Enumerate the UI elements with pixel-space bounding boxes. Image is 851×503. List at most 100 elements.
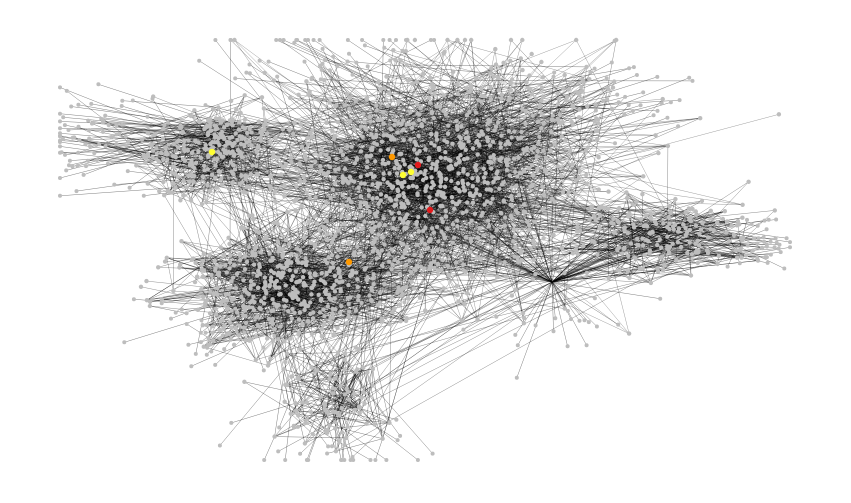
graph-node bbox=[189, 150, 195, 156]
graph-edge bbox=[210, 130, 245, 146]
graph-edge bbox=[403, 150, 526, 161]
graph-node bbox=[257, 264, 262, 270]
graph-edge bbox=[297, 227, 625, 379]
graph-edge bbox=[298, 367, 312, 380]
graph-node bbox=[426, 239, 431, 244]
graph-node bbox=[324, 152, 329, 158]
graph-edge bbox=[333, 126, 462, 335]
graph-node bbox=[479, 99, 484, 104]
graph-edge bbox=[457, 170, 580, 227]
graph-node bbox=[445, 37, 450, 43]
graph-node bbox=[283, 162, 289, 167]
graph-node bbox=[401, 118, 406, 123]
graph-edge bbox=[78, 126, 253, 216]
graph-edge bbox=[307, 39, 373, 150]
graph-node bbox=[349, 144, 354, 149]
graph-node bbox=[481, 233, 486, 238]
graph-edge bbox=[216, 293, 355, 410]
graph-edge bbox=[551, 268, 640, 283]
graph-node bbox=[339, 303, 344, 309]
graph-node bbox=[479, 86, 484, 92]
graph-node bbox=[322, 321, 327, 327]
graph-edge bbox=[702, 210, 711, 224]
graph-node bbox=[436, 272, 441, 277]
graph-edge bbox=[72, 127, 181, 167]
graph-edge bbox=[265, 120, 309, 145]
graph-node bbox=[189, 159, 194, 164]
graph-node bbox=[400, 242, 406, 247]
graph-node bbox=[509, 215, 514, 220]
graph-edge bbox=[551, 228, 679, 283]
graph-node bbox=[365, 172, 370, 178]
graph-node bbox=[342, 103, 348, 108]
node-layer bbox=[58, 37, 792, 462]
graph-node bbox=[526, 166, 532, 171]
graph-edge bbox=[554, 119, 558, 228]
graph-node bbox=[594, 137, 600, 142]
graph-node bbox=[362, 119, 367, 124]
graph-node bbox=[419, 239, 424, 244]
graph-edge bbox=[68, 120, 266, 166]
graph-edge bbox=[311, 353, 346, 368]
graph-node bbox=[360, 226, 365, 231]
graph-node bbox=[199, 262, 204, 268]
graph-node bbox=[384, 74, 389, 79]
graph-node bbox=[565, 284, 571, 289]
graph-edge bbox=[517, 281, 553, 346]
graph-node bbox=[409, 270, 414, 275]
graph-node bbox=[490, 139, 496, 144]
graph-edge bbox=[402, 218, 442, 289]
graph-node bbox=[380, 161, 385, 166]
graph-node bbox=[200, 258, 206, 264]
graph-node bbox=[483, 268, 489, 274]
graph-node bbox=[218, 264, 223, 269]
graph-node bbox=[251, 294, 256, 299]
graph-edge bbox=[618, 221, 728, 223]
graph-node bbox=[584, 181, 589, 187]
graph-node bbox=[348, 119, 353, 124]
graph-edge bbox=[235, 78, 612, 110]
graph-node bbox=[408, 175, 413, 181]
graph-edge bbox=[500, 118, 701, 144]
graph-edge bbox=[136, 165, 253, 216]
graph-node bbox=[585, 104, 590, 109]
graph-edge bbox=[386, 78, 590, 100]
graph-edge bbox=[523, 281, 553, 314]
graph-edge bbox=[301, 290, 372, 305]
graph-edge bbox=[239, 136, 296, 211]
graph-edge bbox=[246, 72, 481, 259]
graph-edge bbox=[220, 266, 416, 271]
graph-node bbox=[181, 146, 187, 151]
graph-node bbox=[488, 97, 494, 102]
graph-node bbox=[484, 135, 490, 140]
graph-node bbox=[249, 143, 254, 148]
graph-node bbox=[455, 91, 461, 97]
graph-node bbox=[267, 174, 273, 179]
graph-node bbox=[422, 266, 427, 271]
graph-node bbox=[356, 298, 361, 303]
graph-node bbox=[434, 165, 439, 170]
graph-edge bbox=[352, 74, 458, 130]
graph-node bbox=[436, 239, 441, 244]
graph-node bbox=[288, 155, 294, 160]
graph-node bbox=[530, 277, 536, 282]
graph-node bbox=[332, 296, 337, 301]
graph-node bbox=[293, 208, 298, 213]
graph-node bbox=[312, 214, 317, 219]
graph-edge bbox=[105, 115, 219, 139]
graph-node bbox=[407, 258, 412, 263]
graph-node bbox=[439, 247, 445, 253]
graph-node bbox=[369, 298, 374, 304]
graph-node bbox=[242, 126, 248, 131]
graph-node bbox=[294, 166, 299, 171]
graph-edge bbox=[147, 183, 160, 192]
graph-edge bbox=[311, 366, 331, 375]
graph-node bbox=[396, 166, 402, 171]
graph-node bbox=[480, 132, 486, 137]
graph-edge bbox=[273, 156, 336, 237]
graph-node bbox=[256, 119, 262, 124]
graph-edge bbox=[341, 222, 374, 409]
graph-node bbox=[223, 302, 228, 308]
graph-node bbox=[232, 167, 238, 172]
